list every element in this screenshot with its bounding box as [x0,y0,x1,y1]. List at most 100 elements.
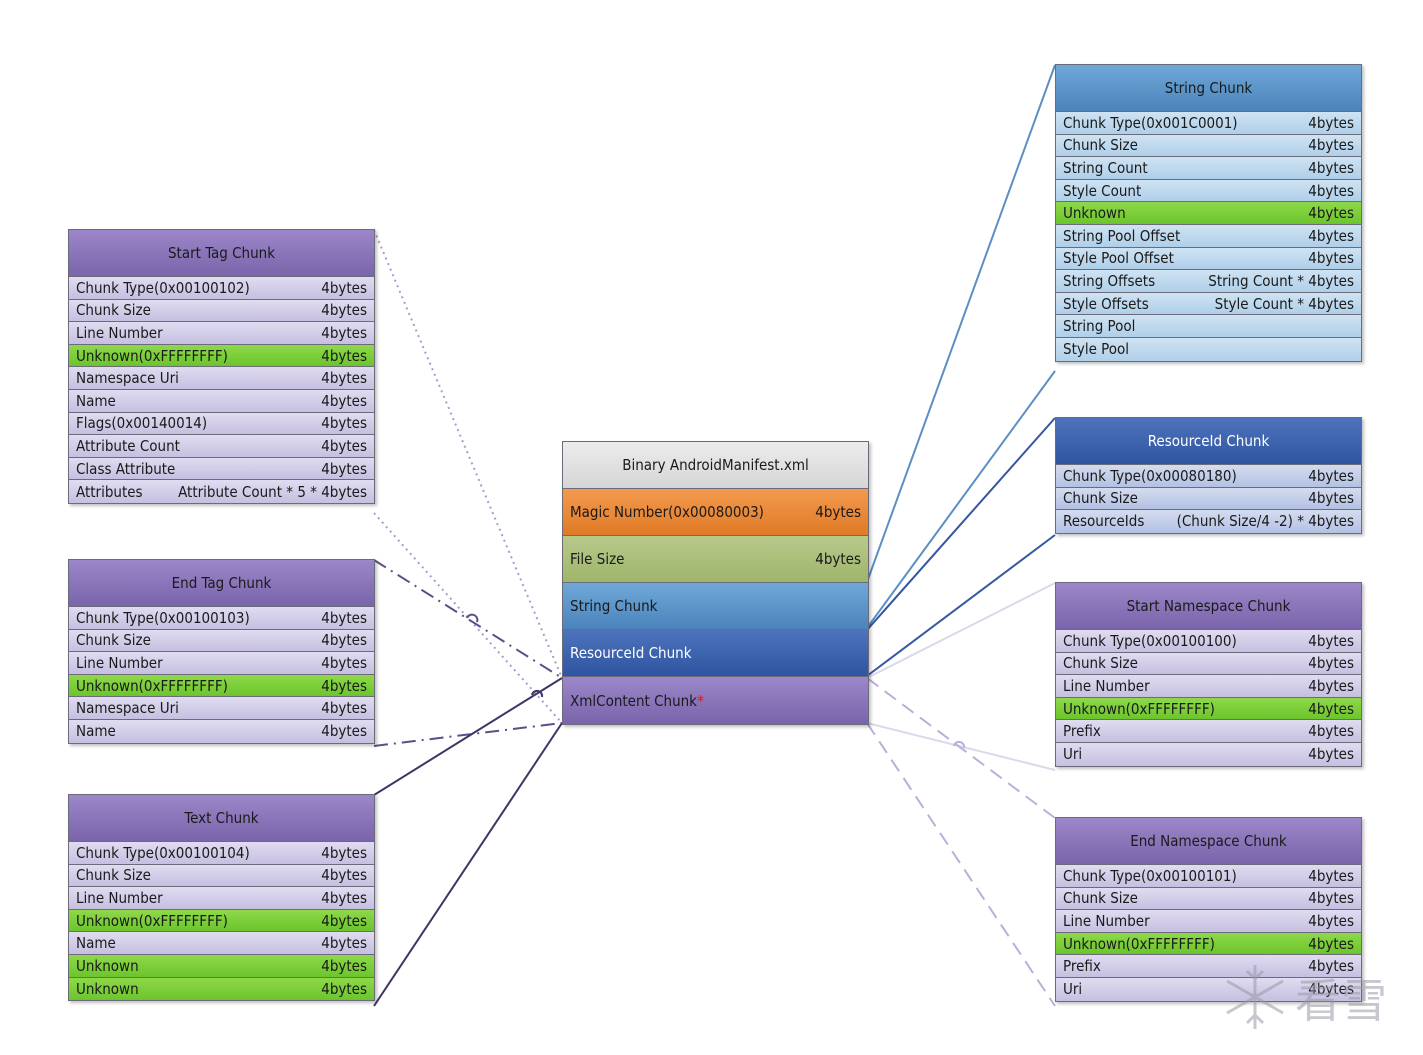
field-row: Unknown(0xFFFFFFFF)4bytes [1056,697,1361,721]
field-label: Unknown(0xFFFFFFFF) [1063,934,1215,953]
field-label: Flags(0x00140014) [76,414,208,433]
connector-hop-2 [531,689,544,698]
chunk-title: Start Namespace Chunk [1056,583,1361,630]
field-row: Unknown(0xFFFFFFFF) 4bytes [69,344,374,368]
field-size: 4bytes [1308,113,1354,132]
connector-text-bottom [373,722,563,1007]
xml-content-chunk-mark: * [697,691,704,710]
field-label: Prefix [1063,957,1101,976]
field-row: Unknown 4bytes [69,954,374,978]
field-row: Chunk Type(0x00100104)4bytes [69,842,374,865]
chunk-title: End Namespace Chunk [1056,818,1361,865]
field-size: 4bytes [1308,957,1354,976]
field-size: 4bytes [321,436,367,455]
field-label: Unknown(0xFFFFFFFF) [1063,699,1215,718]
magic-number-size: 4bytes [815,503,861,521]
field-label: Attribute Count [76,436,180,455]
field-row: Attribute Count 4bytes [69,435,374,458]
connector-text-top [373,677,563,796]
field-size: 4bytes [321,653,367,672]
field-label: Name [76,391,116,410]
file-size-size: 4bytes [815,550,861,568]
connector-endtag-top [373,559,563,679]
field-size: 4bytes [1308,226,1354,245]
field-size: 4bytes [1308,654,1354,673]
field-size: 4bytes [321,391,367,410]
field-label: Prefix [1063,722,1101,741]
field-label: Chunk Type(0x00080180) [1063,466,1237,485]
chunk-title: Start Tag Chunk [69,230,374,277]
field-size: 4bytes [1308,466,1354,485]
field-label: Namespace Uri [76,699,179,718]
field-label: Name [76,722,116,741]
field-size: 4bytes [321,414,367,433]
field-label: Chunk Size [1063,136,1138,155]
string-chunk-row: String Chunk [563,583,868,630]
field-label: Unknown(0xFFFFFFFF) [76,346,228,365]
field-label: Unknown [76,956,139,975]
field-row: Name 4bytes [69,719,374,743]
field-size: 4bytes [321,346,367,365]
field-label: Line Number [76,888,163,907]
field-size: 4bytes [1308,889,1354,908]
field-size: 4bytes [1308,181,1354,200]
field-label: Unknown(0xFFFFFFFF) [76,911,228,930]
field-size: 4bytes [321,676,367,695]
field-size: 4bytes [321,323,367,342]
field-row: ResourceIds(Chunk Size/4 -2) * 4bytes [1056,510,1361,533]
chunk-title: End Tag Chunk [69,560,374,607]
field-size: 4bytes [321,722,367,741]
field-label: Attributes [76,482,143,501]
field-size: Style Count * 4bytes [1214,294,1354,313]
field-size: 4bytes [1308,676,1354,695]
field-size: String Count * 4bytes [1208,271,1354,290]
field-size: 4bytes [321,956,367,975]
field-size: 4bytes [321,979,367,998]
field-label: Namespace Uri [76,369,179,388]
connector-endns-bottom [866,722,1056,1007]
connector-resource-bottom [866,534,1056,677]
field-label: Chunk Size [76,631,151,650]
field-row: Name 4bytes [69,389,374,413]
field-size: 4bytes [1308,911,1354,930]
field-row: Prefix 4bytes [1056,955,1361,978]
field-label: Chunk Type(0x00100103) [76,608,250,627]
field-size: 4bytes [321,369,367,388]
field-row: Chunk Type(0x001C0001)4bytes [1056,112,1361,135]
connector-string-bottom [866,370,1056,629]
file-size-label: File Size [570,550,625,568]
field-label: Chunk Size [76,301,151,320]
field-size: 4bytes [1308,866,1354,885]
chunk-title: Text Chunk [69,795,374,842]
field-label: Chunk Size [76,866,151,885]
field-label: ResourceIds [1063,512,1145,531]
field-label: Chunk Size [1063,489,1138,508]
connector-endns-top [866,677,1056,819]
connector-hop-1 [466,613,479,623]
snowflake-watermark-icon: 看雪 [1215,957,1405,1041]
field-label: Style Pool Offset [1063,249,1174,268]
field-size: 4bytes [321,301,367,320]
field-size: 4bytes [321,631,367,650]
field-label: Unknown(0xFFFFFFFF) [76,676,228,695]
